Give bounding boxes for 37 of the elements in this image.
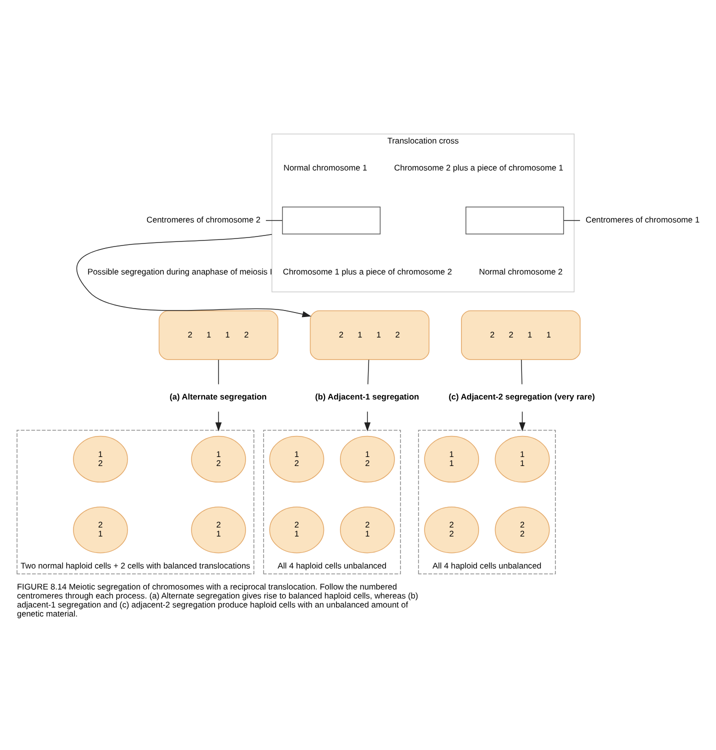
arrow	[364, 411, 371, 432]
node-box	[466, 206, 564, 234]
node-ellipse: 2 1	[191, 506, 246, 554]
node-box: 2 1 1 2	[158, 310, 278, 360]
edge-label: Possible segregation during anaphase of meiosis I	[87, 267, 272, 276]
arrow	[76, 234, 312, 318]
node-ellipse: 2 1	[269, 506, 324, 554]
node-text: Centromeres of chromosome 1	[586, 216, 700, 225]
caption: FIGURE 8.14 Meiotic segregation of chromosomes with a reciprocal translocation. Follow the numbered centromeres through each process. (a) Alternate segregation gives rise to balanced haploid cells, whereas (b) adjacent-1 segregation and (c) adjacent-2 segregation produce haploid cells with an unbalanced amount of genetic material.	[17, 582, 418, 619]
arrow	[519, 411, 526, 432]
connector	[218, 359, 219, 385]
node-ellipse: 1 2	[73, 436, 128, 483]
node-ellipse: 2 1	[73, 506, 128, 554]
node-box: 2 2 1 1	[461, 310, 581, 360]
node-ellipse: 1 1	[424, 436, 480, 483]
node-text: Centromeres of chromosome 2	[146, 216, 260, 225]
node-ellipse: 2 2	[424, 506, 480, 554]
node-ellipse: 1 2	[340, 436, 395, 483]
node-box	[282, 206, 381, 234]
connector	[521, 359, 522, 385]
node-label: Normal chromosome 2	[478, 267, 563, 276]
node-ellipse: 1 2	[191, 436, 246, 483]
node-ellipse: 2 2	[494, 506, 550, 554]
node-box: 2 1 1 2	[310, 310, 430, 360]
node-text: (b) Adjacent-1 segregation	[315, 392, 420, 402]
node-ellipse: 2 1	[340, 506, 395, 554]
node-ellipse: 1 2	[269, 436, 324, 483]
node-text: (c) Adjacent-2 segregation (very rare)	[448, 392, 595, 402]
node-label: Chromosome 2 plus a piece of chromosome 1	[394, 164, 564, 173]
connector	[266, 220, 283, 221]
arrow	[215, 411, 222, 432]
node-ellipse: 1 1	[494, 436, 550, 483]
node-text: (a) Alternate segregation	[170, 392, 267, 402]
connector	[368, 359, 370, 385]
node-label: Normal chromosome 1	[283, 164, 368, 173]
node-label: Chromosome 1 plus a piece of chromosome 2	[282, 267, 452, 276]
connector	[563, 220, 580, 221]
